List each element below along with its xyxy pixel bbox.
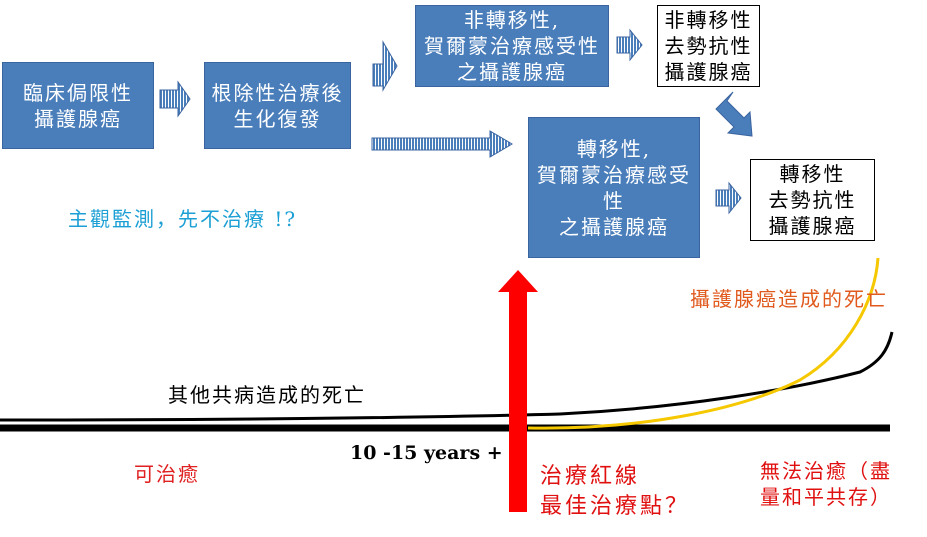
- arrow-metastatic-sensitive-to-resistant: [715, 181, 742, 215]
- arrow-localized-to-recurrence: [159, 80, 191, 118]
- box-metastatic-castration-resistant: 轉移性 去勢抗性 攝護腺癌: [750, 159, 875, 241]
- box-localized-cancer: 臨床侷限性 攝護腺癌: [2, 62, 154, 149]
- cancer-death-curve: [527, 257, 880, 430]
- label-treatment-red-line: 治療紅線 最佳治療點？: [540, 464, 691, 519]
- arrow-recurrence-to-metastatic: [371, 130, 513, 158]
- arrow-recurrence-to-nonmetastatic: [372, 40, 398, 92]
- other-death-curve: [0, 331, 894, 422]
- arrow-nonmetastatic-to-metastatic-resistant: [715, 91, 753, 137]
- treatment-red-arrow: [498, 270, 538, 512]
- box-metastatic-hormone-sensitive: 轉移性, 賀爾蒙治療感受性 之攝護腺癌: [528, 117, 700, 258]
- label-cancer-death: 攝護腺癌造成的死亡: [690, 287, 888, 311]
- label-curable: 可治癒: [134, 462, 200, 486]
- label-active-surveillance: 主觀監測，先不治療 !?: [68, 207, 298, 231]
- arrow-nonmetastatic-sensitive-to-resistant: [616, 28, 643, 62]
- label-other-death: 其他共病造成的死亡: [168, 383, 366, 407]
- label-incurable: 無法治癒（盡 量和平共存）: [760, 459, 892, 509]
- box-biochemical-recurrence: 根除性治療後 生化復發: [204, 62, 351, 149]
- box-nonmetastatic-hormone-sensitive: 非轉移性, 賀爾蒙治療感受性 之攝護腺癌: [415, 5, 609, 87]
- label-years: 10 -15 years +: [350, 442, 503, 464]
- box-nonmetastatic-castration-resistant: 非轉移性 去勢抗性 攝護腺癌: [657, 5, 760, 87]
